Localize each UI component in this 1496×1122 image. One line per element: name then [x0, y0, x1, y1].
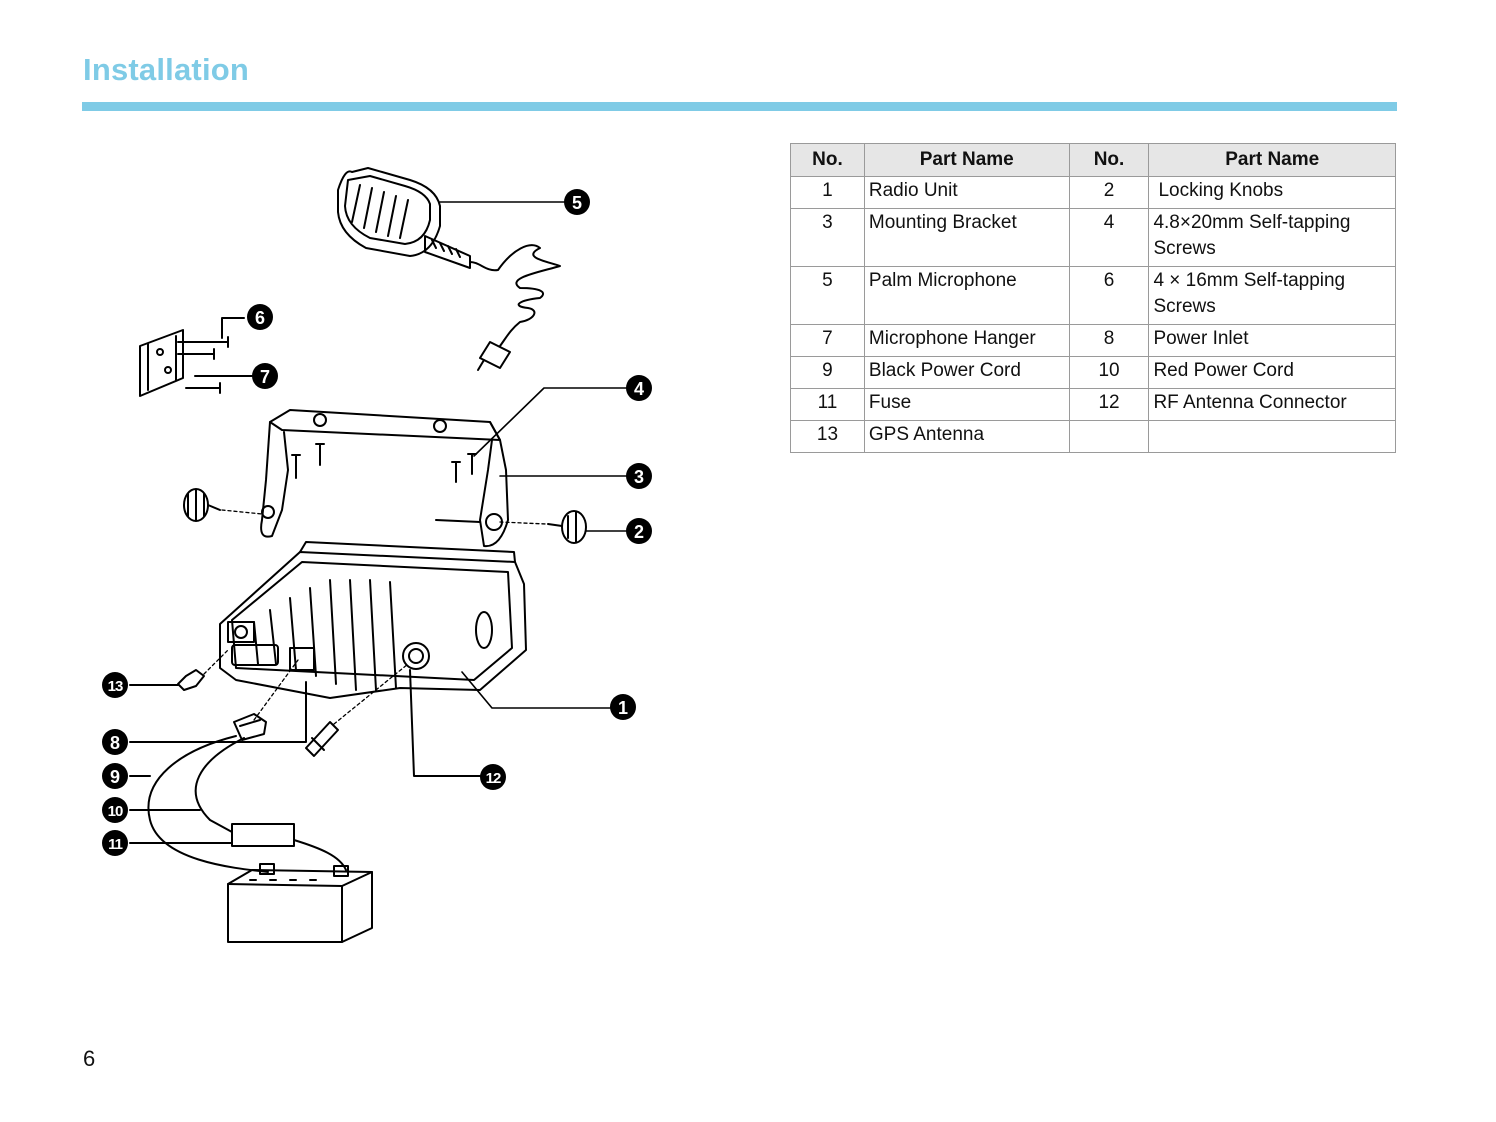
part-name: Locking Knobs — [1148, 176, 1396, 209]
svg-text:5: 5 — [572, 193, 582, 213]
table-row: 3 Mounting Bracket 4 4.8×20mm Self-tappi… — [790, 208, 1396, 267]
part-name: Radio Unit — [863, 176, 1070, 209]
microphone-hanger-drawing — [139, 317, 253, 397]
callout-10: 10 — [102, 797, 128, 823]
column-header-no: No. — [1068, 143, 1150, 177]
page-title: Installation — [83, 52, 250, 87]
callout-9: 9 — [102, 763, 128, 789]
part-number — [1068, 420, 1150, 453]
svg-text:8: 8 — [110, 733, 120, 753]
part-name: 4 × 16mm Self-tapping Screws — [1148, 266, 1396, 325]
svg-text:1: 1 — [618, 698, 628, 718]
svg-text:4: 4 — [634, 379, 644, 399]
column-header-part-name: Part Name — [1148, 143, 1396, 177]
power-cords-drawing — [129, 659, 347, 873]
svg-text:6: 6 — [255, 308, 265, 328]
parts-table: No. Part Name No. Part Name 1 Radio Unit… — [790, 143, 1396, 453]
part-name: GPS Antenna — [863, 420, 1070, 453]
page-number: 6 — [83, 1046, 96, 1071]
installation-diagram: 1 2 3 4 5 6 7 8 9 10 11 12 — [102, 167, 652, 943]
part-number: 11 — [790, 388, 865, 421]
rf-connector-drawing — [305, 663, 481, 777]
table-header-row: No. Part Name No. Part Name — [790, 143, 1396, 177]
part-number: 7 — [790, 324, 865, 357]
table-row: 1 Radio Unit 2 Locking Knobs — [790, 176, 1396, 209]
callout-1: 1 — [610, 694, 636, 720]
part-number: 10 — [1068, 356, 1150, 389]
svg-text:12: 12 — [486, 770, 501, 787]
part-number: 13 — [790, 420, 865, 453]
svg-text:2: 2 — [634, 522, 644, 542]
part-name: Power Inlet — [1148, 324, 1396, 357]
table-row: 9 Black Power Cord 10 Red Power Cord — [790, 356, 1396, 389]
table-row: 7 Microphone Hanger 8 Power Inlet — [790, 324, 1396, 357]
part-name: Microphone Hanger — [863, 324, 1070, 357]
locking-knobs-drawing — [183, 488, 587, 544]
callout-11: 11 — [102, 830, 128, 856]
part-number: 3 — [790, 208, 865, 267]
callout-2: 2 — [626, 518, 652, 544]
callout-12: 12 — [480, 764, 506, 790]
table-row: 13 GPS Antenna — [790, 420, 1396, 453]
table-row: 11 Fuse 12 RF Antenna Connector — [790, 388, 1396, 421]
battery-drawing — [227, 863, 373, 943]
part-name: Fuse — [863, 388, 1070, 421]
part-name: Red Power Cord — [1148, 356, 1396, 389]
svg-text:3: 3 — [634, 467, 644, 487]
svg-text:13: 13 — [108, 678, 123, 695]
part-name: 4.8×20mm Self-tapping Screws — [1148, 208, 1396, 267]
part-number: 8 — [1068, 324, 1150, 357]
callout-leaders — [439, 201, 629, 709]
part-number: 2 — [1068, 176, 1150, 209]
callout-4: 4 — [626, 375, 652, 401]
part-name: Black Power Cord — [863, 356, 1070, 389]
column-header-part-name: Part Name — [863, 143, 1070, 177]
table-row: 5 Palm Microphone 6 4 × 16mm Self-tappin… — [790, 266, 1396, 325]
part-name: Mounting Bracket — [863, 208, 1070, 267]
callout-6: 6 — [247, 304, 273, 330]
palm-microphone-drawing — [337, 167, 561, 371]
part-name: RF Antenna Connector — [1148, 388, 1396, 421]
title-divider — [82, 102, 1397, 111]
svg-text:10: 10 — [108, 803, 123, 820]
radio-unit-drawing — [219, 541, 527, 699]
part-number: 6 — [1068, 266, 1150, 325]
callout-13: 13 — [102, 672, 128, 698]
part-number: 4 — [1068, 208, 1150, 267]
column-header-no: No. — [790, 143, 865, 177]
part-name — [1148, 420, 1396, 453]
svg-text:7: 7 — [260, 367, 270, 387]
mounting-bracket-drawing — [260, 409, 509, 548]
callout-3: 3 — [626, 463, 652, 489]
callout-7: 7 — [252, 363, 278, 389]
gps-antenna-drawing — [129, 649, 229, 691]
part-number: 1 — [790, 176, 865, 209]
part-name: Palm Microphone — [863, 266, 1070, 325]
part-number: 5 — [790, 266, 865, 325]
callout-5: 5 — [564, 189, 590, 215]
part-number: 9 — [790, 356, 865, 389]
svg-text:11: 11 — [108, 836, 123, 853]
callout-8: 8 — [102, 729, 128, 755]
part-number: 12 — [1068, 388, 1150, 421]
svg-text:9: 9 — [110, 767, 120, 787]
